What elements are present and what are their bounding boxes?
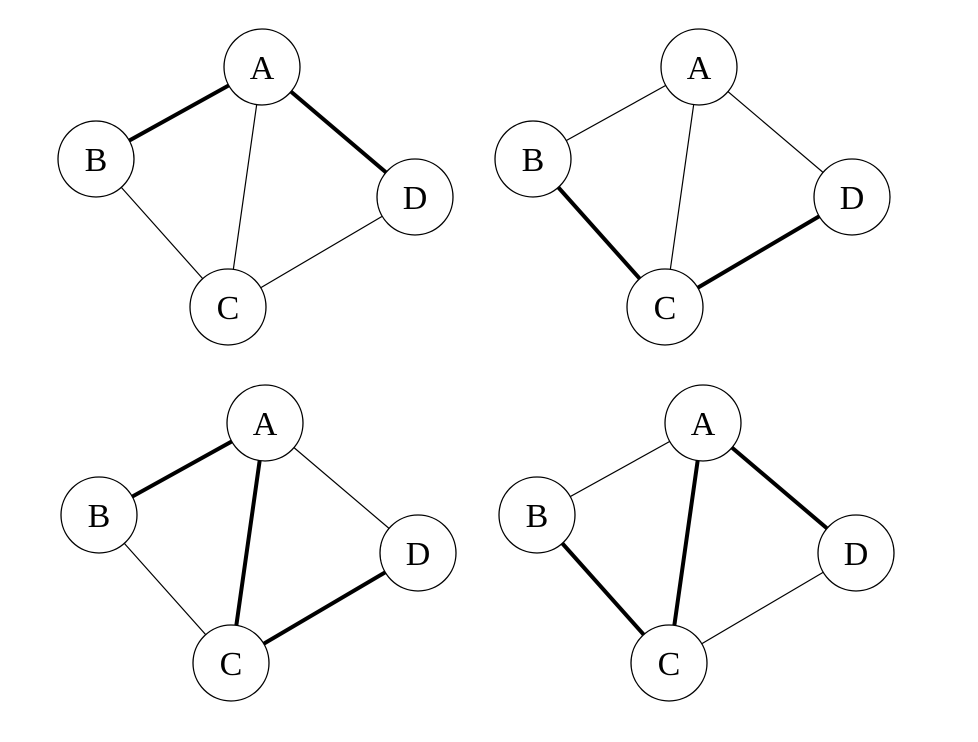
node-label: A <box>253 406 278 443</box>
node-circle <box>376 158 454 236</box>
node-b: B <box>494 120 572 198</box>
node-circle <box>813 158 891 236</box>
node-d: D <box>379 514 457 592</box>
node-b: B <box>60 476 138 554</box>
node-circle <box>192 624 270 702</box>
node-label: D <box>406 536 431 573</box>
node-circle <box>817 514 895 592</box>
node-circle <box>664 384 742 462</box>
node-a: A <box>660 28 738 106</box>
node-circle <box>189 268 267 346</box>
node-circle <box>60 476 138 554</box>
edge-a-c-highlighted <box>667 421 705 665</box>
node-b: B <box>57 120 135 198</box>
node-label: A <box>687 50 712 87</box>
node-a: A <box>664 384 742 462</box>
node-label: A <box>691 406 716 443</box>
node-label: B <box>526 498 549 535</box>
edge-a-c <box>664 66 700 308</box>
node-label: A <box>250 50 275 87</box>
node-label: B <box>88 498 111 535</box>
edge-a-c <box>227 66 263 308</box>
node-circle <box>379 514 457 592</box>
node-label: B <box>85 142 108 179</box>
graph-panel-top-right: A B C D <box>494 28 891 346</box>
node-a: A <box>226 384 304 462</box>
node-label: B <box>522 142 545 179</box>
node-circle <box>223 28 301 106</box>
graph-panel-bottom-right: A B C D <box>498 384 895 702</box>
node-c: C <box>192 624 270 702</box>
node-circle <box>660 28 738 106</box>
node-circle <box>626 268 704 346</box>
graph-panel-bottom-left: A B C D <box>60 384 457 702</box>
node-label: D <box>403 180 428 217</box>
node-circle <box>494 120 572 198</box>
graph-panel-top-left: A B C D <box>57 28 454 346</box>
node-c: C <box>189 268 267 346</box>
node-circle <box>57 120 135 198</box>
node-c: C <box>626 268 704 346</box>
node-circle <box>226 384 304 462</box>
node-label: C <box>220 646 243 683</box>
node-label: D <box>844 536 869 573</box>
node-d: D <box>813 158 891 236</box>
node-b: B <box>498 476 576 554</box>
node-circle <box>630 624 708 702</box>
edge-a-c-highlighted <box>229 421 267 665</box>
node-label: C <box>658 646 681 683</box>
node-c: C <box>630 624 708 702</box>
node-label: D <box>840 180 865 217</box>
node-d: D <box>817 514 895 592</box>
node-d: D <box>376 158 454 236</box>
node-a: A <box>223 28 301 106</box>
node-label: C <box>217 290 240 327</box>
node-circle <box>498 476 576 554</box>
node-label: C <box>654 290 677 327</box>
